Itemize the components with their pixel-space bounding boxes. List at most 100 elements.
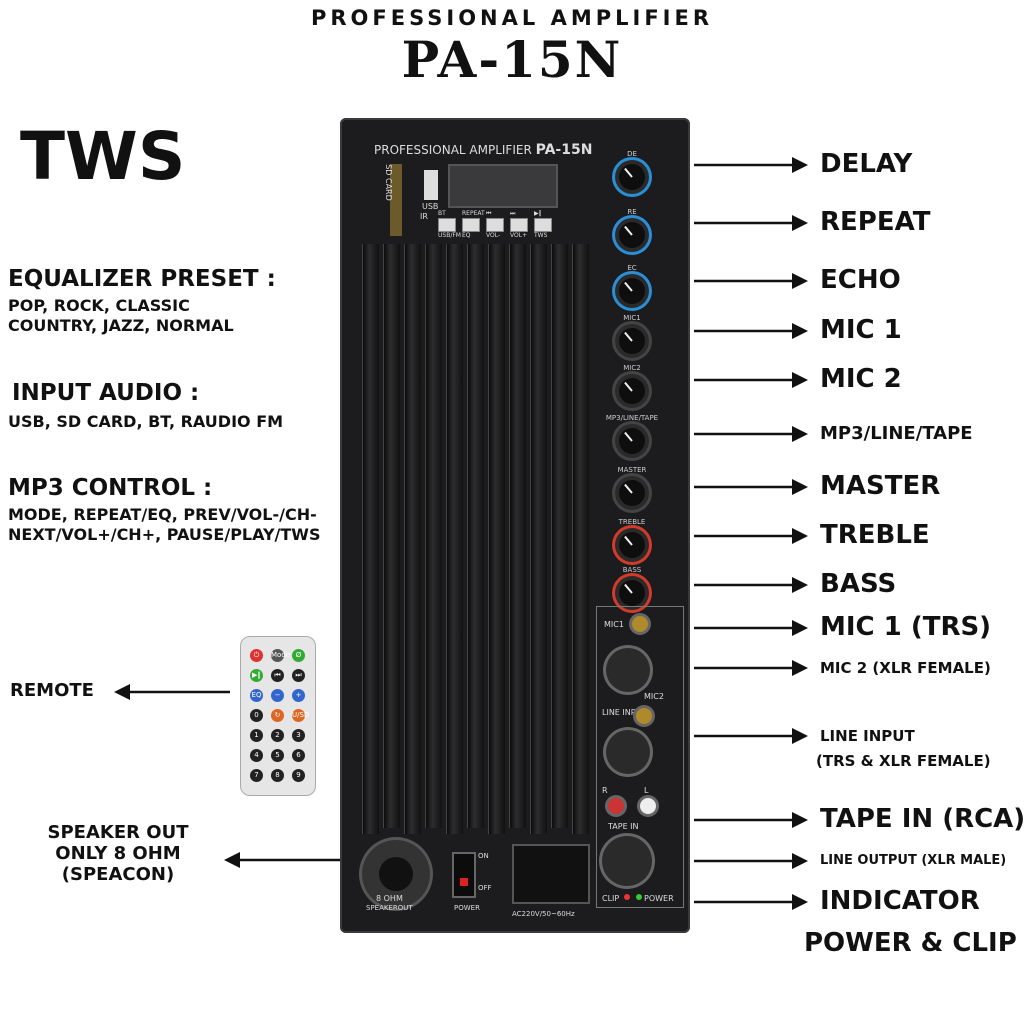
knob-label: MIC2	[623, 364, 641, 372]
panel-title: PROFESSIONAL AMPLIFIER PA-15N	[374, 142, 592, 158]
mp3-button-top-label: ⏮	[486, 210, 492, 217]
knob-label: MP3/LINE/TAPE	[605, 414, 659, 422]
remote-button[interactable]: +	[292, 689, 305, 702]
label-arrow	[694, 479, 808, 495]
remote-button[interactable]: 2	[271, 729, 284, 742]
heatsink-fin	[509, 244, 526, 828]
control-sublabel: (TRS & XLR FEMALE)	[816, 752, 991, 770]
control-label: MP3/LINE/TAPE	[820, 422, 973, 444]
mp3-button[interactable]	[438, 218, 456, 232]
control-knob[interactable]	[615, 476, 649, 510]
label-arrow	[694, 812, 808, 828]
control-knob[interactable]	[615, 576, 649, 610]
remote-button[interactable]: −	[271, 689, 284, 702]
heatsink-fin	[551, 244, 568, 828]
remote-button[interactable]: 8	[271, 769, 284, 782]
control-knob[interactable]	[615, 160, 649, 194]
label-arrow	[694, 660, 808, 676]
rca-r-jack	[608, 798, 624, 814]
remote-button[interactable]: EQ	[250, 689, 263, 702]
power-led-icon	[636, 894, 642, 900]
label-arrow	[694, 157, 808, 173]
speaker-ohm-text: 8 OHM	[376, 894, 403, 903]
ir-text: IR	[420, 212, 428, 221]
remote-button[interactable]: ⏮	[271, 669, 284, 682]
section-title: MP3 CONTROL :	[8, 475, 213, 501]
remote-button[interactable]: 6	[292, 749, 305, 762]
label-arrow	[694, 894, 808, 910]
control-label: LINE INPUT	[820, 726, 915, 745]
heatsink-fin	[404, 244, 421, 834]
control-label: TAPE IN (RCA)	[820, 803, 1024, 834]
section-line: COUNTRY, JAZZ, NORMAL	[8, 316, 234, 335]
mp3-button[interactable]	[510, 218, 528, 232]
mp3-button[interactable]	[534, 218, 552, 232]
section-mp3-control: MP3 CONTROL : MODE, REPEAT/EQ, PREV/VOL-…	[8, 475, 320, 545]
power-switch[interactable]	[452, 852, 476, 898]
remote-button[interactable]: 1	[250, 729, 263, 742]
remote-button[interactable]: 9	[292, 769, 305, 782]
control-knob[interactable]	[615, 528, 649, 562]
control-label: MASTER	[820, 470, 941, 501]
label-arrow	[694, 577, 808, 593]
label-arrow	[694, 323, 808, 339]
clip-led-icon	[624, 894, 630, 900]
control-knob[interactable]	[615, 324, 649, 358]
ac-text: AC220V/50~60Hz	[512, 910, 575, 918]
remote-button[interactable]: 3	[292, 729, 305, 742]
label-arrow	[694, 215, 808, 231]
mp3-button[interactable]	[462, 218, 480, 232]
remote-button[interactable]: 5	[271, 749, 284, 762]
mic1-trs-jack	[632, 616, 648, 632]
jack-label-mic2: MIC2	[644, 692, 664, 701]
heatsink-fin	[362, 244, 379, 834]
control-label: MIC 1 (TRS)	[820, 611, 992, 642]
control-label: INDICATOR	[820, 885, 980, 916]
remote-button[interactable]: ⏭	[292, 669, 305, 682]
remote-button[interactable]: 7	[250, 769, 263, 782]
speaker-line: (SPEACON)	[61, 864, 175, 885]
remote-label: REMOTE	[10, 680, 94, 701]
mp3-button-label: USB/FM	[438, 232, 461, 239]
rca-l-jack	[640, 798, 656, 814]
control-knob[interactable]	[615, 374, 649, 408]
heatsink-fin	[467, 244, 484, 828]
knob-label: BASS	[622, 566, 642, 574]
remote-button[interactable]: 4	[250, 749, 263, 762]
remote-button[interactable]: 0	[250, 709, 263, 722]
sd-card-slot	[390, 164, 402, 236]
mp3-button[interactable]	[486, 218, 504, 232]
remote-button[interactable]: U/SD	[292, 709, 309, 722]
remote-button[interactable]: ↻	[271, 709, 284, 722]
jack-label-power: POWER	[644, 894, 674, 903]
control-knob[interactable]	[615, 424, 649, 458]
knob-label: RE	[627, 208, 637, 216]
control-knob[interactable]	[615, 274, 649, 308]
usb-port	[424, 170, 438, 200]
knob-label: TREBLE	[618, 518, 646, 526]
remote-button[interactable]: ▶‖	[250, 669, 263, 682]
switch-power-text: POWER	[454, 904, 480, 912]
mp3-button-top-label: ⏭	[510, 210, 516, 217]
mp3-button-label: VOL+	[510, 232, 528, 239]
label-arrow	[694, 853, 808, 869]
section-title: EQUALIZER PRESET :	[8, 266, 276, 292]
section-input-audio: INPUT AUDIO : USB, SD CARD, BT, RAUDIO F…	[8, 380, 283, 432]
jack-label-line-input: LINE INPUT	[602, 708, 647, 717]
remote-button[interactable]: ⏻	[250, 649, 263, 662]
speaker-arrow	[224, 852, 340, 868]
control-knob[interactable]	[615, 218, 649, 252]
label-arrow	[694, 528, 808, 544]
header-model: PA-15N	[401, 30, 623, 89]
remote-button[interactable]: Ø	[292, 649, 305, 662]
control-label: MIC 2	[820, 363, 902, 394]
heatsink-fin	[530, 244, 547, 834]
line-xlr-jack	[606, 730, 650, 774]
speaker-out-text: SPEAKEROUT	[366, 904, 413, 912]
speaker-line: ONLY 8 OHM	[55, 843, 181, 864]
control-label: MIC 2 (XLR FEMALE)	[820, 658, 991, 677]
remote-button[interactable]: Mode	[271, 649, 290, 662]
section-line: USB, SD CARD, BT, RAUDIO FM	[8, 412, 284, 431]
knob-label: MASTER	[617, 466, 647, 474]
